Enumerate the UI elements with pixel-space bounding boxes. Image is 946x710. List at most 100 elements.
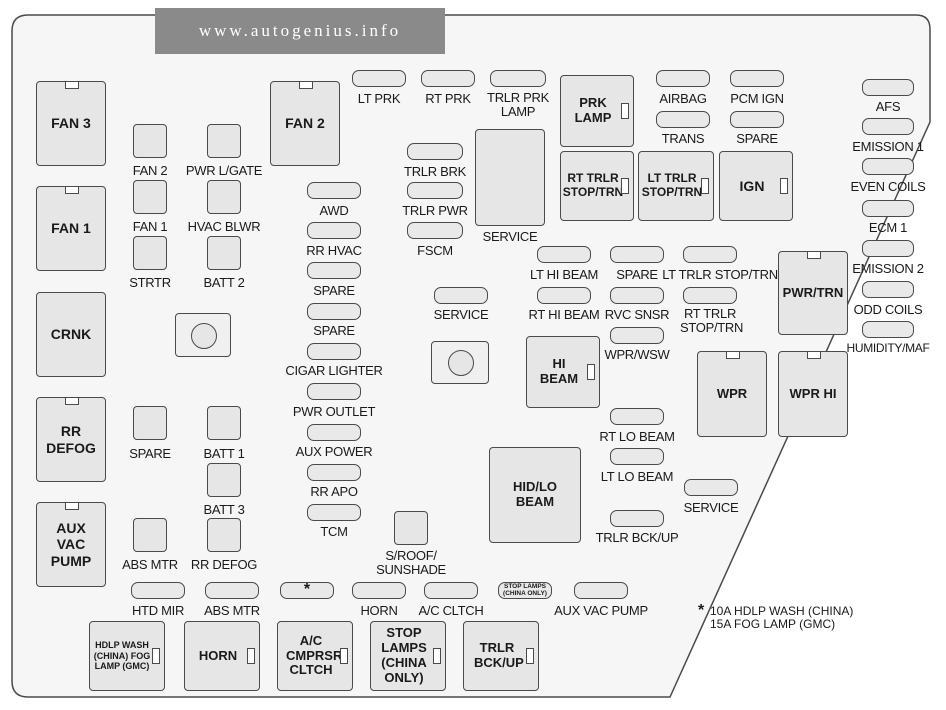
fuse-even-coils[interactable] [862, 158, 914, 175]
relay-aux-vac-pump[interactable]: AUX VAC PUMP [36, 502, 106, 587]
relay-wpr[interactable]: WPR [697, 351, 767, 437]
fuse-label-even-coils: EVEN COILS [850, 179, 926, 194]
fuse-rt-trlr-stop-trn[interactable] [683, 287, 737, 304]
fuse-label-awd: AWD [319, 203, 349, 218]
fuse-label-spare-right: SPARE [616, 267, 658, 282]
fuse-label-fscm: FSCM [417, 243, 453, 258]
fuse-spare-right[interactable] [610, 246, 664, 263]
fuse-trlr-brk[interactable] [407, 143, 463, 160]
relay-wpr-hi[interactable]: WPR HI [778, 351, 848, 437]
fuse-trlr-bck-up[interactable] [610, 510, 664, 527]
relay-label: FAN 3 [51, 115, 91, 132]
fuse-lt-prk[interactable] [352, 70, 406, 87]
fuse-fan2[interactable] [133, 124, 167, 158]
fuse-tcm[interactable] [307, 504, 361, 521]
relay-rr-defog[interactable]: RR DEFOG [36, 397, 106, 482]
fuse-label-rt-trlr-stop-trn: RT TRLR STOP/TRN [680, 306, 744, 335]
fuse-rt-lo-beam[interactable] [610, 408, 664, 425]
relay-ign[interactable]: IGN [719, 151, 793, 221]
relay-crnk[interactable]: CRNK [36, 292, 106, 377]
relay-rt-trlr-stop-trn[interactable]: RT TRLR STOP/TRN [560, 151, 634, 221]
relay-label: HDLP WASH (CHINA) FOG LAMP (GMC) [93, 640, 151, 672]
fuse-rvc-snsr[interactable] [610, 287, 664, 304]
fuse-rr-defog[interactable] [207, 518, 241, 552]
fuse-aux-power[interactable] [307, 424, 361, 441]
relay-ac-cmprsr-clutch[interactable]: A/C CMPRSR CLTCH [277, 621, 353, 691]
fuse-humidity-maf[interactable] [862, 321, 914, 338]
fuse-rr-apo[interactable] [307, 464, 361, 481]
relay-label: HID/LO BEAM [512, 479, 558, 509]
fuse-wpr-wsw[interactable] [610, 327, 664, 344]
fuse-label-trlr-bck-up: TRLR BCK/UP [595, 530, 679, 545]
fuse-rt-prk[interactable] [421, 70, 475, 87]
fuse-emission2[interactable] [862, 240, 914, 257]
fuse-fan1[interactable] [133, 180, 167, 214]
fuse-hvac-blwr[interactable] [207, 180, 241, 214]
fuse-htd-mir[interactable] [131, 582, 185, 599]
fuse-label-afs: AFS [875, 99, 901, 114]
relay-pwr-trn[interactable]: PWR/TRN [778, 251, 848, 335]
fuse-horn[interactable] [352, 582, 406, 599]
fuse-label-fan2: FAN 2 [132, 163, 168, 178]
fuse-lt-lo-beam[interactable] [610, 448, 664, 465]
fuse-label-spare-mid2: SPARE [313, 323, 355, 338]
relay-hid-lo-beam[interactable]: HID/LO BEAM [489, 447, 581, 543]
fuse-spare-top[interactable] [730, 111, 784, 128]
fuse-star[interactable]: * [280, 581, 334, 599]
relay-hi-beam[interactable]: HI BEAM [526, 336, 600, 408]
relay-service[interactable] [475, 129, 545, 226]
fuse-trlr-pwr[interactable] [407, 182, 463, 199]
fuse-pwr-outlet[interactable] [307, 383, 361, 400]
fuse-cigar-lighter[interactable] [307, 343, 361, 360]
relay-hdlp-wash-fog[interactable]: HDLP WASH (CHINA) FOG LAMP (GMC) [89, 621, 165, 691]
fuse-ac-cltch[interactable] [424, 582, 478, 599]
relay-prk-lamp[interactable]: PRK LAMP [560, 75, 634, 147]
fuse-label-spare-mid1: SPARE [313, 283, 355, 298]
fuse-ecm1[interactable] [862, 200, 914, 217]
fuse-service-right[interactable] [684, 479, 738, 496]
fuse-spare-left[interactable] [133, 406, 167, 440]
fuse-pcm-ign[interactable] [730, 70, 784, 87]
fuse-pwr-lgate[interactable] [207, 124, 241, 158]
fuse-trlr-prk-lamp[interactable] [490, 70, 546, 87]
fuse-lt-hi-beam[interactable] [537, 246, 591, 263]
fuse-label-pcm-ign: PCM IGN [730, 91, 784, 106]
fuse-afs[interactable] [862, 79, 914, 96]
fuse-abs-mtr-bottom[interactable] [205, 582, 259, 599]
fuse-label-aux-power: AUX POWER [295, 444, 373, 459]
fuse-label-sroof-sunshade: S/ROOF/ SUNSHADE [376, 548, 446, 577]
fuse-label-rr-apo: RR APO [310, 484, 358, 499]
relay-label: STOP LAMPS (CHINA ONLY) [381, 625, 427, 685]
fuse-sroof-sunshade[interactable] [394, 511, 428, 545]
fuse-rr-hvac[interactable] [307, 222, 361, 239]
fuse-aux-vac-pump[interactable] [574, 582, 628, 599]
fuse-fscm[interactable] [407, 222, 463, 239]
fuse-label-pwr-outlet: PWR OUTLET [292, 404, 376, 419]
fuse-emission1[interactable] [862, 118, 914, 135]
fuse-trans[interactable] [656, 111, 710, 128]
fuse-batt3[interactable] [207, 463, 241, 497]
relay-fan1[interactable]: FAN 1 [36, 186, 106, 271]
fuse-label-strtr: STRTR [129, 275, 171, 290]
fuse-rt-hi-beam[interactable] [537, 287, 591, 304]
relay-lt-trlr-stop-trn[interactable]: LT TRLR STOP/TRN [638, 151, 714, 221]
fuse-label-trans: TRANS [661, 131, 705, 146]
fuse-stop-lamps-china[interactable]: STOP LAMPS (CHINA ONLY) [498, 582, 552, 599]
relay-trlr-bck-up[interactable]: TRLR BCK/UP [463, 621, 539, 691]
fuse-strtr[interactable] [133, 236, 167, 270]
fuse-abs-mtr[interactable] [133, 518, 167, 552]
fuse-spare-mid2[interactable] [307, 303, 361, 320]
fuse-spare-mid1[interactable] [307, 262, 361, 279]
fuse-service-mid[interactable] [434, 287, 488, 304]
relay-fan2[interactable]: FAN 2 [270, 81, 340, 166]
relay-label: WPR HI [789, 385, 837, 401]
fuse-airbag[interactable] [656, 70, 710, 87]
fuse-batt2[interactable] [207, 236, 241, 270]
fuse-batt1[interactable] [207, 406, 241, 440]
relay-horn[interactable]: HORN [184, 621, 260, 691]
fuse-awd[interactable] [307, 182, 361, 199]
fuse-lt-trlr-stop-trn[interactable] [683, 246, 737, 263]
relay-stop-lamps-china[interactable]: STOP LAMPS (CHINA ONLY) [370, 621, 446, 691]
relay-fan3[interactable]: FAN 3 [36, 81, 106, 166]
fuse-odd-coils[interactable] [862, 281, 914, 298]
